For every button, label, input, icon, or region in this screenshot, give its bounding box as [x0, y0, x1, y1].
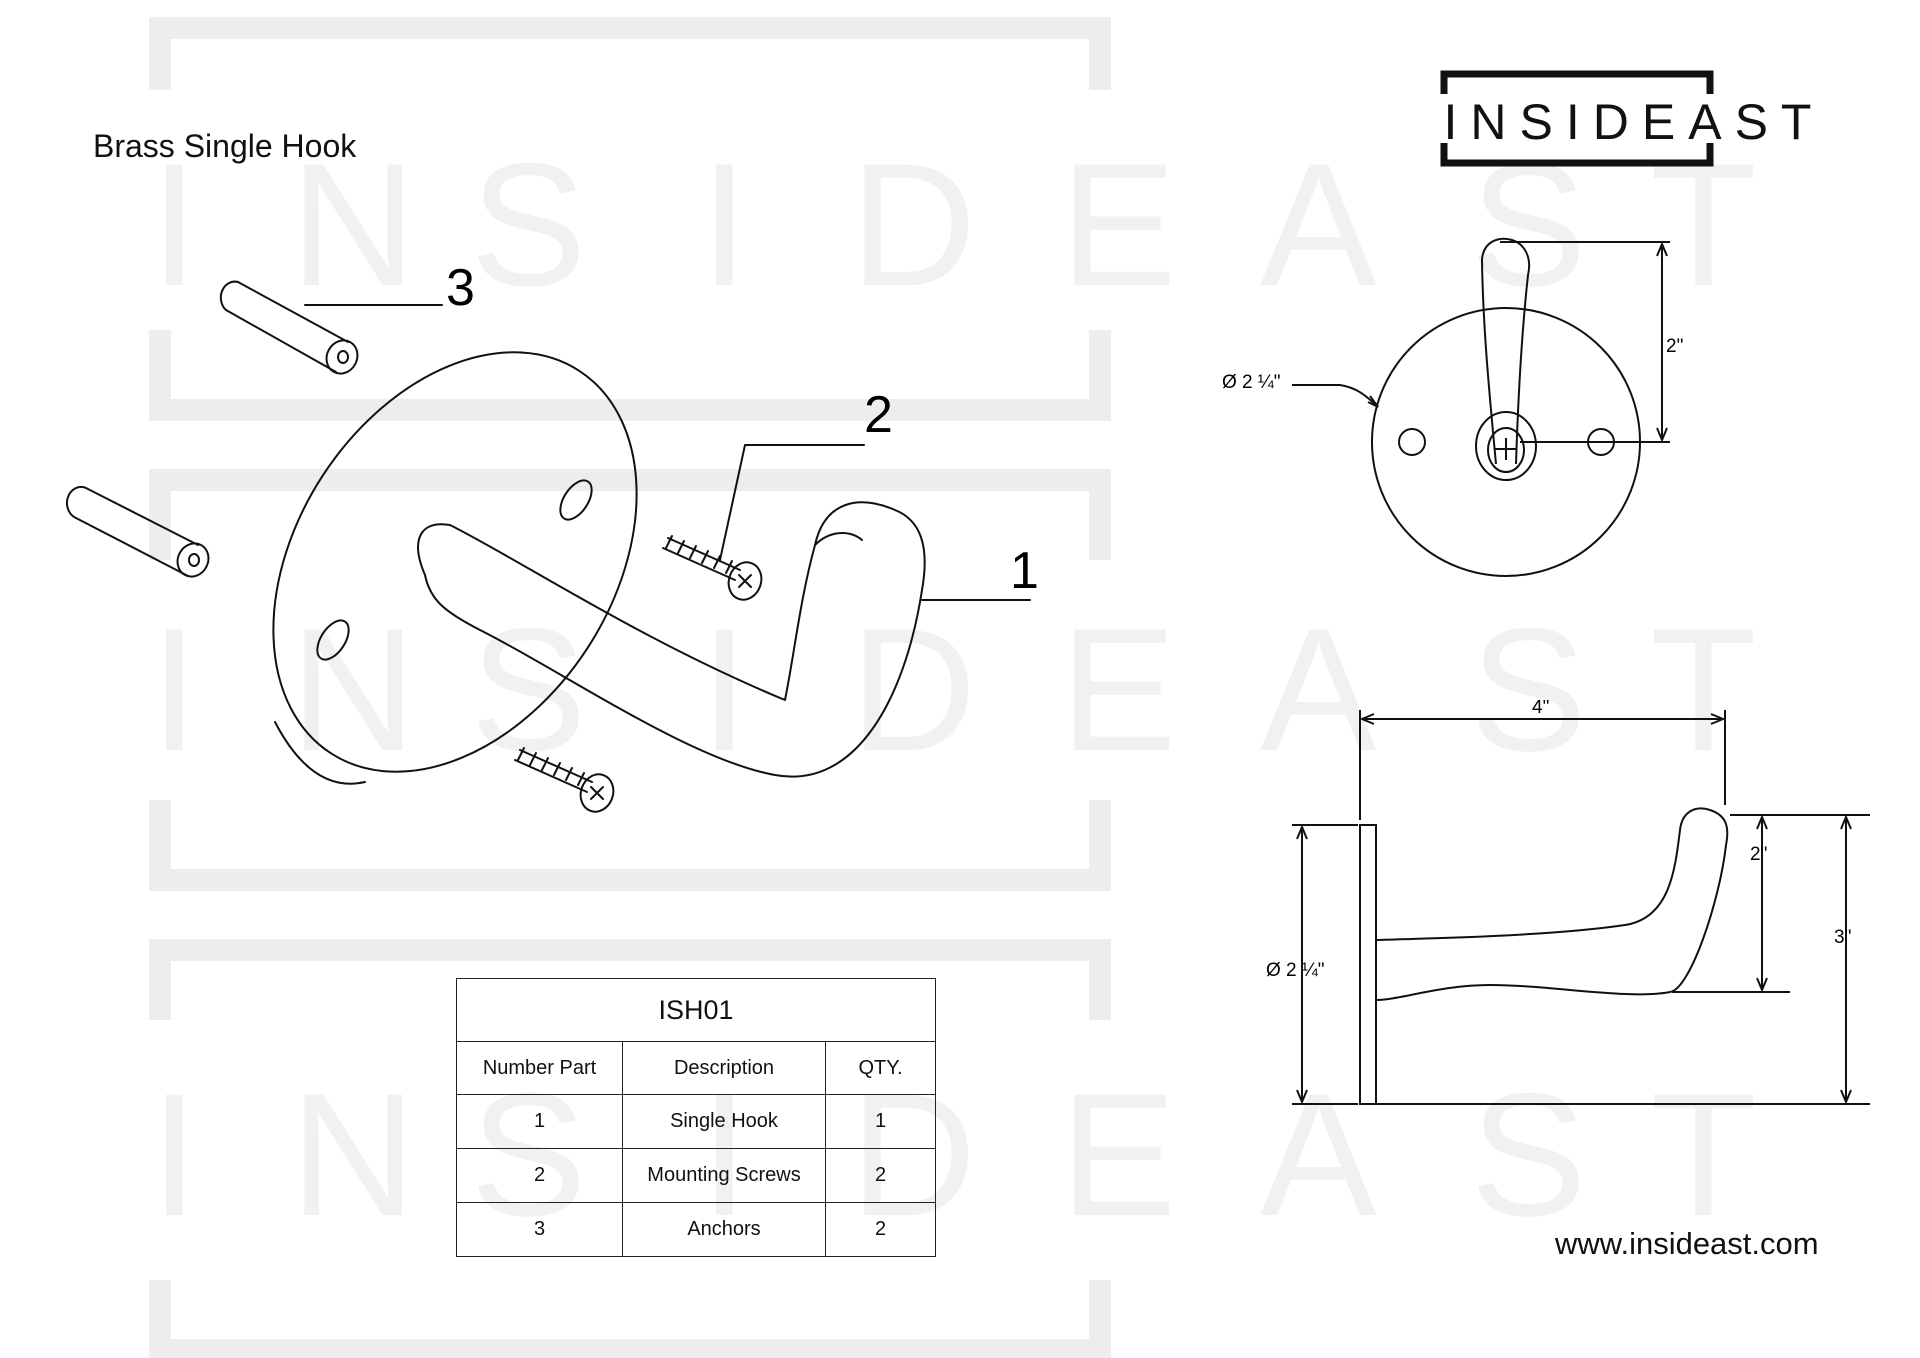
svg-text:N: N — [290, 128, 416, 323]
drawing-title: Brass Single Hook — [93, 128, 357, 164]
anchor-top — [219, 280, 359, 375]
header-number-part: Number Part — [456, 1041, 623, 1095]
cell-qty: 2 — [825, 1202, 936, 1257]
side-total-height-label: 3" — [1834, 927, 1851, 948]
table-row: 2 Mounting Screws 2 — [456, 1148, 936, 1203]
cell-number: 3 — [456, 1202, 623, 1257]
cell-description: Anchors — [622, 1202, 826, 1257]
svg-text:S: S — [470, 128, 587, 323]
svg-text:I: I — [150, 593, 199, 788]
svg-text:E: E — [1060, 128, 1177, 323]
svg-text:S: S — [1470, 1058, 1587, 1253]
svg-text:I: I — [150, 128, 199, 323]
callout-2: 2 — [864, 386, 893, 444]
cell-qty: 2 — [825, 1148, 936, 1203]
anchor-bottom — [65, 485, 210, 578]
brand-logo: INSIDEAST — [1440, 70, 1828, 167]
side-hook-height-label: 2" — [1750, 844, 1767, 865]
svg-text:A: A — [1260, 128, 1377, 323]
front-diameter-label: Ø 2 ¼" — [1222, 372, 1281, 393]
cell-number: 1 — [456, 1094, 623, 1149]
svg-text:I: I — [700, 128, 749, 323]
svg-text:E: E — [1060, 593, 1177, 788]
front-view: 2" Ø 2 ¼" — [1222, 237, 1683, 577]
svg-text:S: S — [470, 593, 587, 788]
side-plate — [1359, 824, 1377, 1105]
side-hook — [1375, 807, 1729, 1001]
front-hole-left — [1398, 428, 1426, 456]
front-hook — [1480, 237, 1531, 465]
svg-text:E: E — [1060, 1058, 1177, 1253]
callout-1: 1 — [1010, 542, 1039, 600]
svg-text:D: D — [850, 128, 976, 323]
front-height-label: 2" — [1666, 336, 1683, 357]
table-row: 1 Single Hook 1 — [456, 1094, 936, 1149]
brand-name: INSIDEAST — [1443, 94, 1825, 150]
svg-text:D: D — [850, 593, 976, 788]
svg-text:N: N — [290, 1058, 416, 1253]
side-view: 4" 2" 3" Ø 2 ¼" — [1266, 700, 1870, 1105]
side-diameter-label: Ø 2 ¼" — [1266, 960, 1325, 981]
svg-text:T: T — [1650, 593, 1757, 788]
svg-text:I: I — [700, 593, 749, 788]
cell-qty: 1 — [825, 1094, 936, 1149]
logo-frame — [1440, 70, 1714, 167]
leader-2 — [719, 444, 865, 561]
parts-table-caption: ISH01 — [456, 978, 936, 1042]
svg-text:N: N — [290, 593, 416, 788]
hook-body — [417, 501, 926, 778]
cell-description: Single Hook — [622, 1094, 826, 1149]
cell-number: 2 — [456, 1148, 623, 1203]
screw-top — [662, 535, 763, 601]
svg-text:I: I — [150, 1058, 199, 1253]
parts-table: ISH01 Number Part Description QTY. 1 Sin… — [456, 978, 936, 1257]
header-description: Description — [622, 1041, 826, 1095]
svg-text:A: A — [1260, 593, 1377, 788]
callout-3: 3 — [446, 259, 475, 317]
exploded-view: 3 2 1 — [65, 259, 1039, 813]
svg-text:T: T — [1650, 1058, 1757, 1253]
mounting-plate — [272, 351, 638, 785]
svg-text:A: A — [1260, 1058, 1377, 1253]
side-width-label: 4" — [1532, 700, 1549, 718]
header-qty: QTY. — [825, 1041, 936, 1095]
website-url[interactable]: www.insideast.com — [1555, 1226, 1819, 1261]
svg-text:S: S — [1470, 593, 1587, 788]
screw-bottom — [514, 747, 615, 813]
table-row: 3 Anchors 2 — [456, 1202, 936, 1257]
cell-description: Mounting Screws — [622, 1148, 826, 1203]
